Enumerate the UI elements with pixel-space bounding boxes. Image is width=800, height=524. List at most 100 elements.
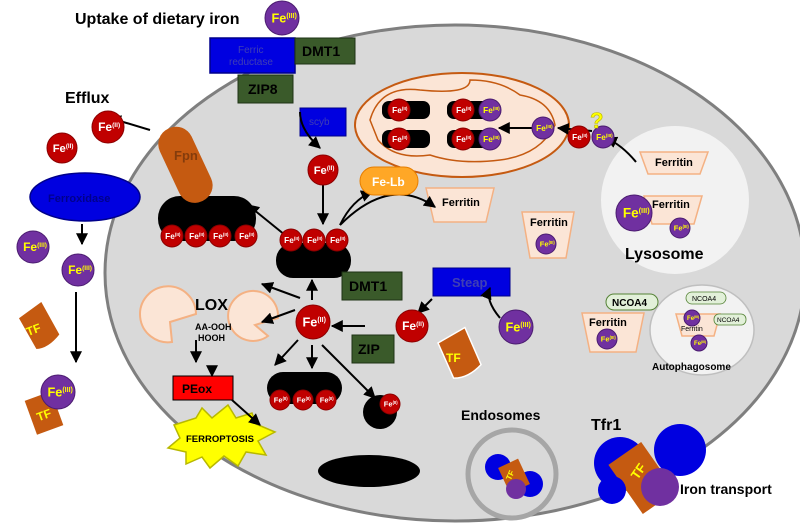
iron-ion-fe2-mito-1: Fe(II) — [387, 98, 411, 122]
iron-ion-fe3-efflux-2: Fe(III) — [61, 253, 95, 287]
iron-ion-label: Fe(II) — [320, 396, 334, 405]
steap-label: Steap — [452, 275, 487, 290]
ferritin-label-auto-small: Ferritin — [681, 326, 703, 333]
title-label: Uptake of dietary iron — [75, 11, 239, 28]
tfr1-fe3 — [641, 468, 679, 506]
ferric-reductase-label-2: reductase — [229, 57, 273, 68]
iron-ion-fe3-lyso-ferritin: Fe(III) — [669, 217, 691, 239]
dmt1-mid-box — [341, 271, 403, 301]
endosomes-label: Endosomes — [461, 407, 541, 423]
iron-ion-label: Fe(II) — [274, 396, 288, 405]
tfr1-label: Tfr1 — [591, 417, 621, 434]
iron-ion-fe2-fpn-1: Fe(II) — [160, 224, 184, 248]
ncoa4-badge-large — [605, 293, 659, 311]
iron-ion-fe3-efflux-1: Fe(III) — [16, 230, 50, 264]
peox-label: PEox — [182, 382, 212, 396]
iron-ion-label: Fe(III) — [623, 206, 650, 221]
fe-lb-badge — [359, 166, 419, 196]
tfr1-receptor-right — [654, 424, 706, 476]
iron-ion-label: Fe(III) — [23, 240, 47, 254]
iron-ion-fe2-fpn-3: Fe(II) — [208, 224, 232, 248]
ferritin-label-lyso: Ferritin — [652, 199, 690, 211]
ncoa4-badge-small-2 — [713, 313, 747, 326]
ferroxidase-ellipse — [29, 172, 141, 222]
tf-label-tfr1: TF — [628, 460, 649, 482]
tf-label-efflux: TF — [35, 406, 54, 424]
iron-ion-label: Fe(III) — [596, 133, 613, 142]
ferritin-label-auto: Ferritin — [589, 317, 627, 329]
iron-ion-label: Fe(III) — [536, 124, 553, 133]
dmt1-top-label: DMT1 — [302, 43, 340, 59]
iron-ion-label: Fe(III) — [271, 10, 296, 25]
iron-ion-label: Fe(III) — [483, 135, 500, 144]
iron-ion-fe2-mito-3: Fe(II) — [451, 98, 475, 122]
iron-ion-fe3-steap: Fe(III) — [498, 309, 534, 345]
iron-ion-label: Fe(III) — [694, 340, 706, 347]
efflux-label: Efflux — [65, 90, 110, 107]
ncoa4-label-large: NCOA4 — [612, 298, 647, 309]
tf-label-cell: TF — [446, 351, 461, 365]
fpn-exporter — [158, 126, 256, 241]
scyb-label: scyb — [309, 117, 330, 128]
iron-ion-label: Fe(III) — [540, 240, 556, 249]
hooh-label: HOOH — [198, 333, 225, 343]
aa-ooh-label: AA-OOH — [195, 322, 232, 332]
iron-ion-fe3-mito-2: Fe(III) — [478, 127, 502, 151]
tf-label-left-top: TF — [24, 321, 43, 339]
endosome-fe3 — [506, 479, 526, 499]
iron-ion-label: Fe(II) — [330, 236, 346, 245]
iron-ion-label: Fe(II) — [402, 319, 424, 333]
iron-ion-label: Fe(II) — [98, 120, 120, 134]
lox-shape-left — [139, 285, 198, 344]
iron-ion-label: Fe(III) — [505, 319, 530, 334]
iron-ion-label: Fe(III) — [47, 384, 72, 399]
pathway-arrows — [70, 111, 637, 426]
iron-ion-label: Fe(II) — [392, 106, 408, 115]
iron-ions-layer: Fe(III)Fe(II)Fe(II)Fe(III)Fe(III)Fe(III)… — [16, 0, 708, 415]
ferroxidase-label: Ferroxidase — [48, 193, 110, 205]
iron-ion-fe3-ferritin-mid: Fe(III) — [535, 233, 557, 255]
iron-ion-label: Fe(II) — [239, 232, 255, 241]
iron-ion-label: Fe(III) — [483, 106, 500, 115]
ncoa4-label-small-1: NCOA4 — [692, 296, 716, 303]
iron-ion-fe2-mito-4: Fe(II) — [451, 127, 475, 151]
iron-ion-label: Fe(III) — [68, 263, 92, 277]
iron-ion-fe3-lysosome: Fe(III) — [615, 194, 653, 232]
tf-shape-left-top — [17, 299, 62, 351]
central-complex — [276, 243, 351, 278]
iron-ion-label: Fe(II) — [572, 133, 588, 142]
question-mark: ? — [590, 108, 603, 133]
iron-ion-fe2-complex-1: Fe(II) — [279, 228, 303, 252]
ferric-reductase-label-1: Ferric — [238, 45, 264, 56]
zip8-label: ZIP8 — [248, 81, 278, 97]
iron-ion-label: Fe(II) — [189, 232, 205, 241]
iron-ion-label: Fe(II) — [302, 314, 325, 329]
zip-label: ZIP — [358, 341, 380, 357]
iron-ion-fe2-lip: Fe(II) — [295, 304, 331, 340]
ferritin-label-mid: Ferritin — [530, 217, 568, 229]
ncoa4-label-small-2: NCOA4 — [717, 317, 740, 324]
fpn-label: Fpn — [174, 148, 198, 163]
lox-label: LOX — [195, 297, 228, 314]
dmt1-top-box — [294, 37, 356, 65]
scyb-box — [299, 107, 347, 137]
zip8-box — [237, 74, 294, 104]
iron-ion-label: Fe(II) — [297, 396, 311, 405]
iron-ion-fe3-mito-import: Fe(III) — [531, 116, 555, 140]
iron-ion-fe2-mito-2: Fe(II) — [387, 127, 411, 151]
iron-ion-label: Fe(II) — [314, 165, 335, 177]
iron-ion-fe2-vesicle: Fe(II) — [379, 393, 401, 415]
fe-lb-label: Fe-Lb — [372, 175, 405, 189]
tfr1-receptor-bottom — [598, 476, 626, 504]
iron-ion-fe3-dietary: Fe(III) — [264, 0, 300, 36]
iron-ion-fe2-fpn-4: Fe(II) — [234, 224, 258, 248]
iron-ion-fe3-mito-1: Fe(III) — [478, 98, 502, 122]
ncoa4-badge-small-1 — [685, 291, 727, 305]
iron-ion-fe2-lyso-export: Fe(II) — [567, 125, 591, 149]
tf-label-endosome: TF — [504, 469, 516, 482]
iron-ion-fe2-cytosol-top: Fe(II) — [307, 154, 339, 186]
ferritin-label-lyso-top: Ferritin — [655, 157, 693, 169]
iron-ion-label: Fe(III) — [674, 224, 690, 233]
iron-ion-fe2-complex-2: Fe(II) — [302, 228, 326, 252]
